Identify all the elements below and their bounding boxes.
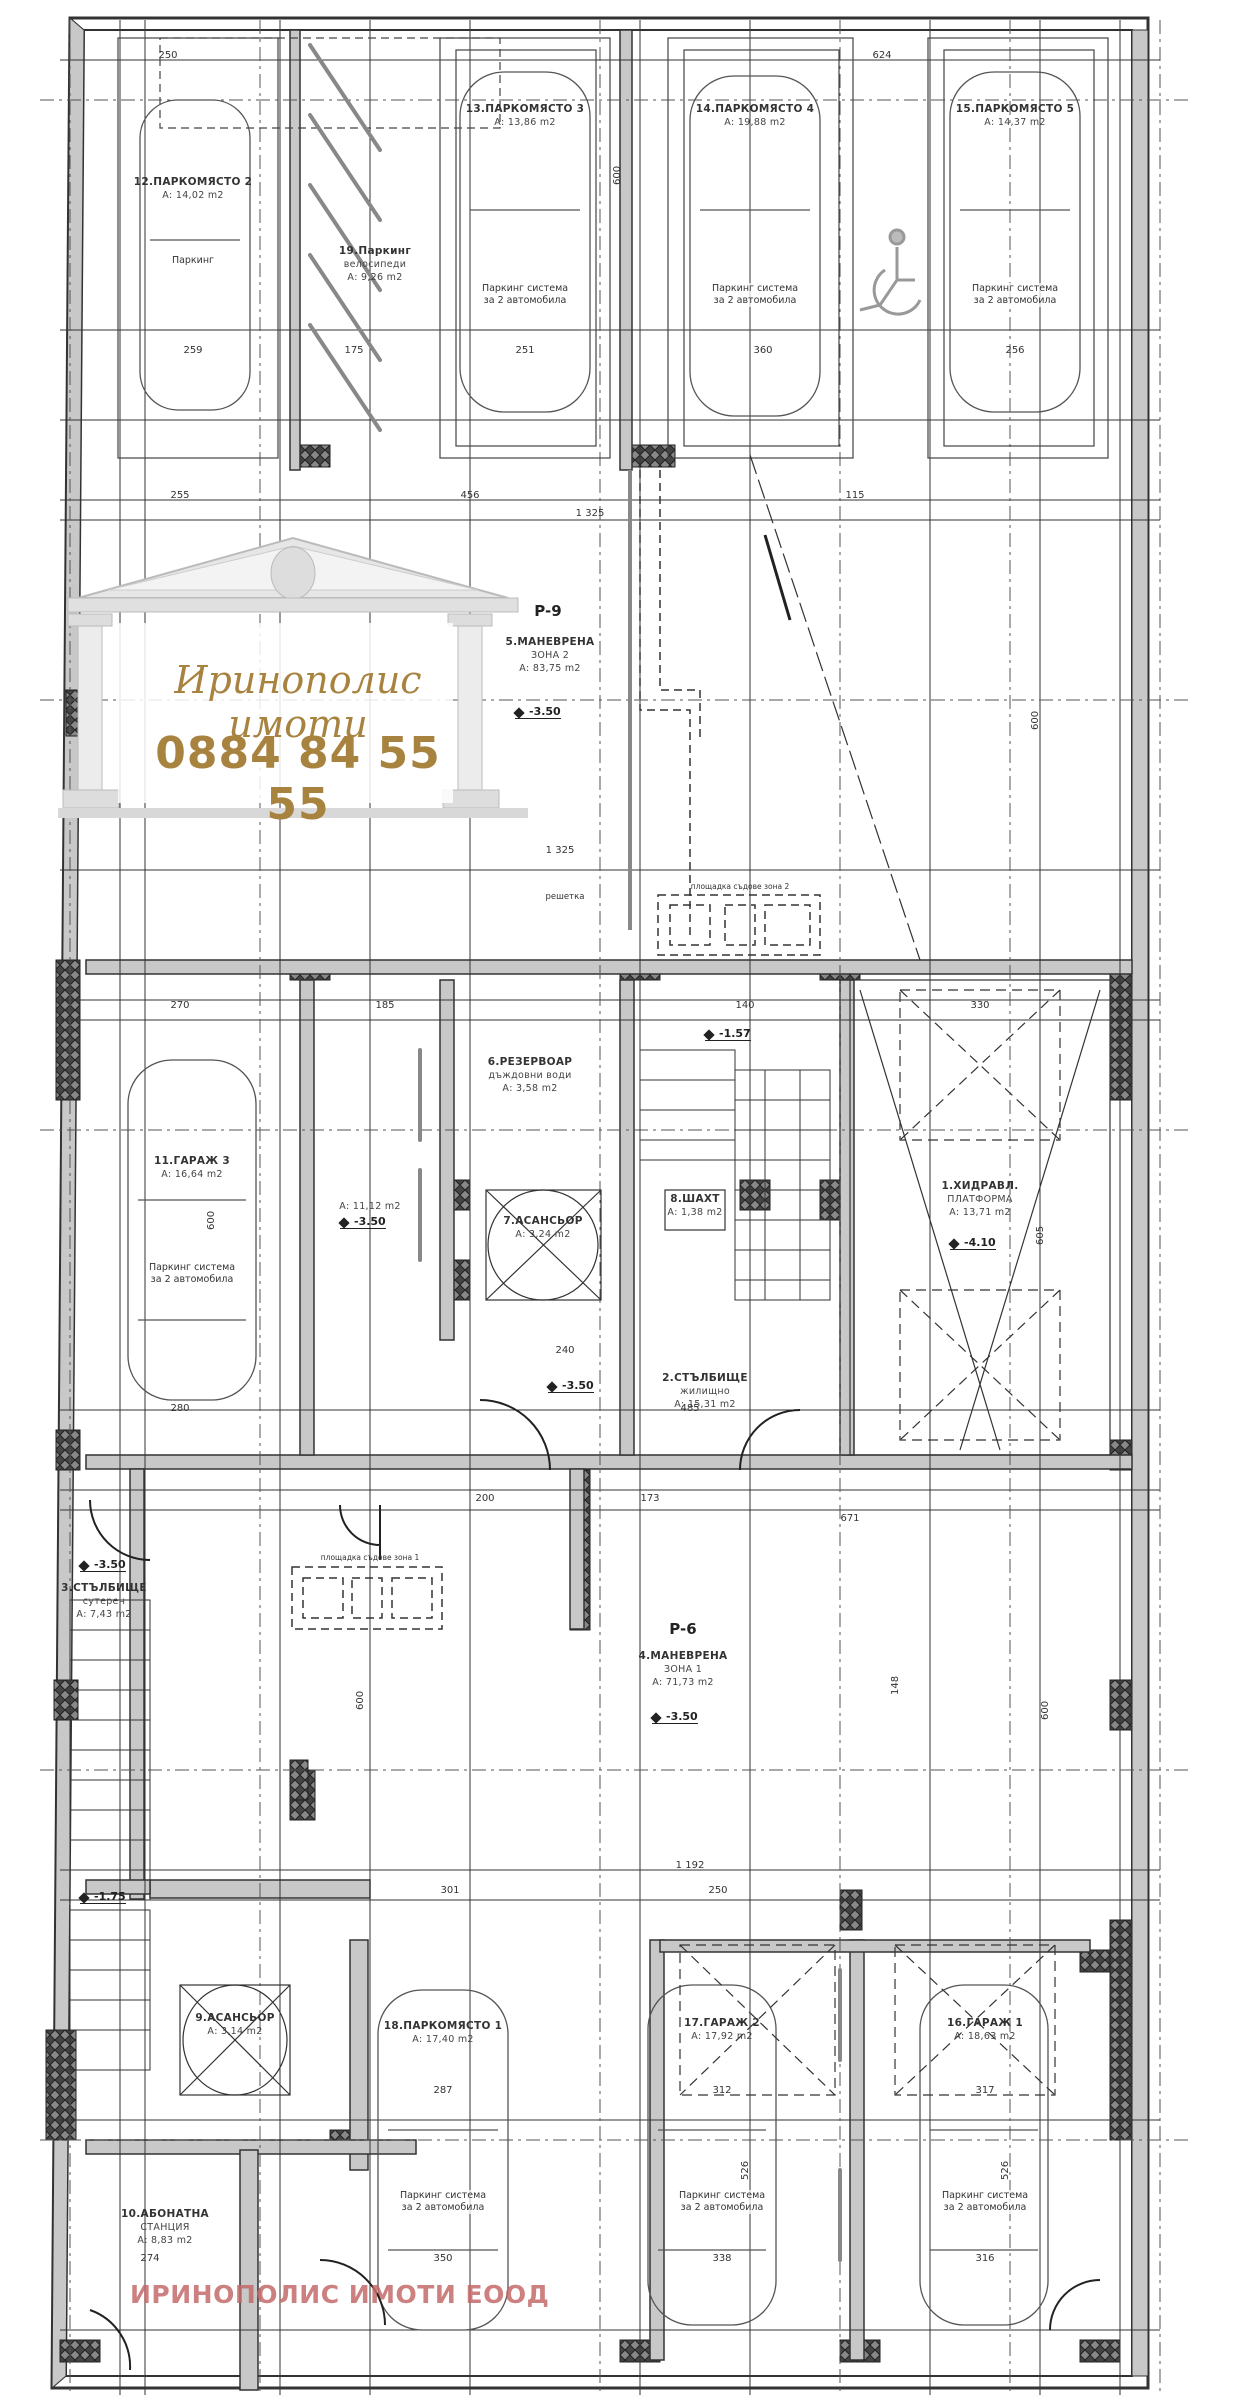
- dimension-label: 240: [555, 1345, 575, 1356]
- dimension-label: 338: [712, 2253, 732, 2264]
- agency-name: Иринополис имоти: [174, 658, 422, 746]
- dimension-label: 270: [170, 1000, 190, 1011]
- dimension-label: 312: [712, 2085, 732, 2096]
- room-14-label: 14.ПАРКОМЯСТО 4 А: 19,88 m2: [695, 103, 815, 128]
- level-marker: -3.50: [340, 1215, 386, 1229]
- dimension-label: 280: [170, 1403, 190, 1414]
- staircases: [69, 1049, 831, 2071]
- bins-zone-1-note: площадка съдове зона 1: [320, 1553, 420, 1562]
- room-1-label: 1.ХИДРАВЛ. ПЛАТФОРМА А: 13,71 m2: [941, 1180, 1019, 1218]
- room-9-label: 9.АСАНСЬОР А: 3,14 m2: [195, 2012, 275, 2037]
- dimension-label: 175: [344, 345, 364, 356]
- door-swings: [89, 1399, 1101, 2371]
- room-13-note: Паркинг система за 2 автомобила: [481, 283, 569, 307]
- dimension-label: 256: [1005, 345, 1025, 356]
- dimension-label: 200: [475, 1493, 495, 1504]
- dimension-label: 259: [183, 345, 203, 356]
- room-4-label: 4.МАНЕВРЕНА ЗОНА 1 А: 71,73 m2: [638, 1650, 728, 1688]
- shaft-crosses: [179, 979, 1111, 2096]
- dimension-label: 1 192: [675, 1860, 705, 1871]
- room-8-label: 8.ШАХТ А: 1,38 m2: [667, 1193, 723, 1218]
- zone-code-p9: P-9: [534, 602, 562, 620]
- room-7-label: 7.АСАНСЬОР А: 3,24 m2: [503, 1215, 583, 1240]
- room-13-label: 13.ПАРКОМЯСТО 3 А: 13,86 m2: [465, 103, 585, 128]
- agency-logo: Иринополис имоти 0884 84 55 55: [58, 528, 528, 830]
- dimension-label: 360: [753, 345, 773, 356]
- dimension-label: 274: [140, 2253, 160, 2264]
- storage-area-label: А: 11,12 m2: [339, 1201, 401, 1212]
- dimension-label: 600: [1030, 710, 1041, 730]
- level-marker: -3.50: [515, 705, 561, 719]
- bin-areas: [291, 470, 821, 1630]
- dimension-label: 600: [1040, 1700, 1051, 1720]
- level-marker: -3.50: [548, 1379, 594, 1393]
- dimension-label: 485: [680, 1403, 700, 1414]
- top-parking-bays: [117, 37, 1109, 459]
- dimension-label: 624: [872, 50, 892, 61]
- level-marker: -1.75: [80, 1890, 126, 1904]
- ramp-line: [749, 454, 921, 961]
- dimension-label: 330: [970, 1000, 990, 1011]
- portico-icon: [58, 536, 528, 818]
- dimension-label: 250: [708, 1885, 728, 1896]
- room-17-label: 17.ГАРАЖ 2 А: 17,92 m2: [683, 2017, 761, 2042]
- room-3-label: 3.СТЪЛБИЩЕ сутерен А: 7,43 m2: [61, 1582, 147, 1620]
- room-12-note: Паркинг: [171, 255, 215, 267]
- dimension-label: 1 325: [545, 845, 575, 856]
- dimension-label: 148: [890, 1675, 901, 1695]
- dimension-label: 1 325: [575, 508, 605, 519]
- dimension-label: 251: [515, 345, 535, 356]
- level-marker: -4.10: [950, 1236, 996, 1250]
- dimension-label: 600: [612, 165, 623, 185]
- room-15-note: Паркинг система за 2 автомобила: [971, 283, 1059, 307]
- bins-zone-2-note: площадка съдове зона 2: [690, 882, 790, 891]
- room-18-label: 18.ПАРКОМЯСТО 1 А: 17,40 m2: [383, 2020, 503, 2045]
- wheelchair-icon: [859, 228, 922, 316]
- dimension-label: 255: [170, 490, 190, 501]
- room-16-label: 16.ГАРАЖ 1 А: 18,63 m2: [946, 2017, 1024, 2042]
- dimension-label: 317: [975, 2085, 995, 2096]
- room-2-label: 2.СТЪЛБИЩЕ жилищно А: 15,31 m2: [662, 1372, 748, 1410]
- room-17-note: Паркинг система за 2 автомобила: [678, 2190, 766, 2214]
- dimension-lines: [60, 20, 1160, 2395]
- ramp-grate: [763, 534, 792, 621]
- dimension-label: 526: [1000, 2160, 1011, 2180]
- dimension-label: 301: [440, 1885, 460, 1896]
- dimension-label: 671: [840, 1513, 860, 1524]
- dimension-label: 350: [433, 2253, 453, 2264]
- level-marker: -3.50: [652, 1710, 698, 1724]
- level-marker: -1.57: [705, 1027, 751, 1041]
- room-11-label: 11.ГАРАЖ 3 А: 16,64 m2: [153, 1155, 231, 1180]
- room-16-note: Паркинг система за 2 автомобила: [941, 2190, 1029, 2214]
- grid-note: решетка: [545, 892, 585, 902]
- zone-code-p6: P-6: [669, 1620, 697, 1638]
- room-18-note: Паркинг система за 2 автомобила: [399, 2190, 487, 2214]
- dimension-label: 115: [845, 490, 865, 501]
- dimension-label: 600: [355, 1690, 366, 1710]
- dimension-label: 456: [460, 490, 480, 501]
- room-11-note: Паркинг система за 2 автомобила: [148, 1262, 236, 1286]
- dimension-label: 600: [206, 1210, 217, 1230]
- agency-phone: 0884 84 55 55: [155, 728, 441, 830]
- dimension-label: 140: [735, 1000, 755, 1011]
- level-marker: -3.50: [80, 1558, 126, 1572]
- room-10-label: 10.АБОНАТНА СТАНЦИЯ А: 8,83 m2: [121, 2208, 209, 2246]
- dimension-label: 526: [740, 2160, 751, 2180]
- dimension-label: 605: [1035, 1225, 1046, 1245]
- car-outlines: [127, 71, 1081, 2331]
- room-12-label: 12.ПАРКОМЯСТО 2 А: 14,02 m2: [133, 176, 253, 201]
- dimension-label: 250: [158, 50, 178, 61]
- room-14-note: Паркинг система за 2 автомобила: [711, 283, 799, 307]
- room-5-label: 5.МАНЕВРЕНА ЗОНА 2 А: 83,75 m2: [505, 636, 595, 674]
- dimension-label: 173: [640, 1493, 660, 1504]
- dimension-label: 316: [975, 2253, 995, 2264]
- bicycle-icons: [308, 43, 842, 2262]
- dimension-label: 185: [375, 1000, 395, 1011]
- dimension-label: 287: [433, 2085, 453, 2096]
- room-19-label: 19.Паркинг велосипеди А: 9,26 m2: [338, 245, 412, 283]
- company-watermark: ИРИНОПОЛИС ИМОТИ ЕООД: [130, 2280, 550, 2309]
- room-6-label: 6.РЕЗЕРВОАР дъждовни води А: 3,58 m2: [487, 1056, 573, 1094]
- room-15-label: 15.ПАРКОМЯСТО 5 А: 14,37 m2: [955, 103, 1075, 128]
